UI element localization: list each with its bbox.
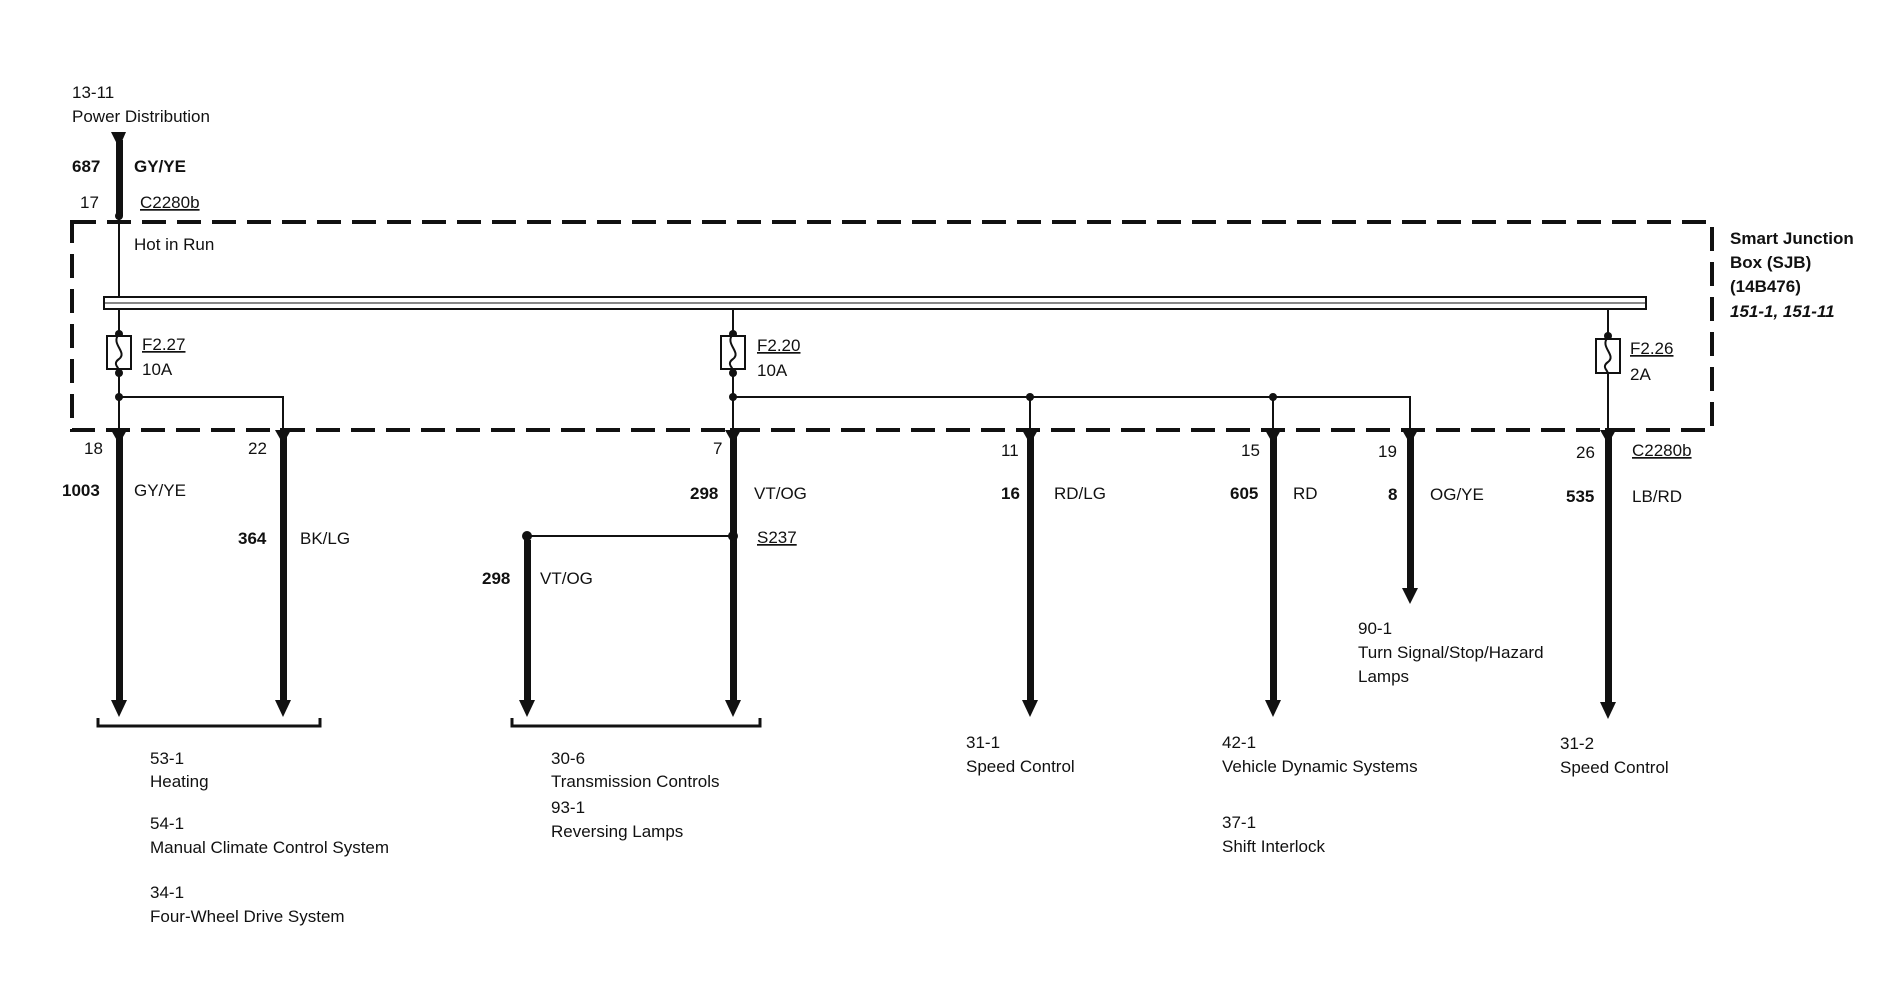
sjb-title-line3: (14B476): [1730, 277, 1801, 296]
output-15-color: RD: [1293, 484, 1318, 503]
output-26-pin: 26: [1576, 443, 1595, 462]
destination-group-6: 31-2 Speed Control: [1560, 734, 1669, 777]
wire-output-15: [1265, 428, 1281, 717]
wire-splice-branch: [519, 540, 535, 717]
fuse-f2-20-id: F2.20: [757, 336, 800, 355]
wire-output-18: [111, 428, 127, 717]
fuse-f2-26: [1595, 309, 1621, 428]
dest-ref: 90-1: [1358, 619, 1392, 638]
output-11-circuit: 16: [1001, 484, 1020, 503]
wire-output-7: [725, 428, 741, 717]
output-18-color: GY/YE: [134, 481, 186, 500]
output-22-color: BK/LG: [300, 529, 350, 548]
output-19-circuit: 8: [1388, 485, 1397, 504]
dest-name: Shift Interlock: [1222, 837, 1325, 856]
fuse-f2-26-id: F2.26: [1630, 339, 1673, 358]
dest-ref: 34-1: [150, 883, 184, 902]
dest-name: Transmission Controls: [551, 772, 719, 791]
junction-dot: [1026, 393, 1034, 401]
dest-name: Heating: [150, 772, 209, 791]
output-11-color: RD/LG: [1054, 484, 1106, 503]
dest-ref: 31-2: [1560, 734, 1594, 753]
output-19-pin: 19: [1378, 442, 1397, 461]
fuse-f2-27-rating: 10A: [142, 360, 173, 379]
dest-name: Four-Wheel Drive System: [150, 907, 345, 926]
dest-name-line2: Lamps: [1358, 667, 1409, 686]
group-bracket-center: [510, 718, 762, 728]
source-circuit: 687: [72, 157, 100, 176]
destination-group-5: 90-1 Turn Signal/Stop/Hazard Lamps: [1358, 619, 1544, 686]
sjb-title-line1: Smart Junction: [1730, 229, 1854, 248]
dest-name: Speed Control: [966, 757, 1075, 776]
source-ref: 13-11: [72, 83, 114, 102]
fuse-f2-20: [720, 309, 746, 397]
splice-s237-id: S237: [757, 528, 797, 547]
dest-ref: 93-1: [551, 798, 585, 817]
source-name: Power Distribution: [72, 107, 210, 126]
internal-lines-center: [732, 396, 1411, 428]
fuse-f2-20-rating: 10A: [757, 361, 788, 380]
output-26-circuit: 535: [1566, 487, 1594, 506]
wire-output-11: [1022, 428, 1038, 717]
destination-group-4: 42-1 Vehicle Dynamic Systems 37-1 Shift …: [1222, 733, 1418, 856]
output-11-pin: 11: [1001, 441, 1019, 460]
output-7-pin: 7: [713, 439, 722, 458]
fuse-f2-27: [106, 309, 132, 397]
source-connector: C2280b: [140, 193, 200, 212]
source-wire: [116, 140, 123, 216]
output-18-circuit: 1003: [62, 481, 100, 500]
output-15-circuit: 605: [1230, 484, 1258, 503]
wire-output-19: [1402, 428, 1418, 604]
output-18-pin: 18: [84, 439, 103, 458]
destination-group-3: 31-1 Speed Control: [966, 733, 1075, 776]
dest-ref: 42-1: [1222, 733, 1256, 752]
output-15-pin: 15: [1241, 441, 1260, 460]
wire-output-22: [275, 428, 291, 717]
output-26-color: LB/RD: [1632, 487, 1682, 506]
dest-ref: 53-1: [150, 749, 184, 768]
internal-lines-left: [118, 396, 284, 428]
fuse-f2-27-id: F2.27: [142, 335, 185, 354]
sjb-refs: 151-1, 151-11: [1730, 302, 1835, 321]
dest-ref: 54-1: [150, 814, 184, 833]
output-7-color: VT/OG: [754, 484, 807, 503]
sjb-boundary: [70, 220, 1714, 432]
dest-name: Reversing Lamps: [551, 822, 683, 841]
dest-name: Turn Signal/Stop/Hazard: [1358, 643, 1544, 662]
hot-in-run-label: Hot in Run: [134, 235, 214, 254]
dest-name: Manual Climate Control System: [150, 838, 389, 857]
output-7-circuit: 298: [690, 484, 718, 503]
splice-branch-circuit: 298: [482, 569, 510, 588]
output-22-pin: 22: [248, 439, 267, 458]
source-color: GY/YE: [134, 157, 186, 176]
junction-dot: [1269, 393, 1277, 401]
splice-branch-dot: [522, 531, 532, 541]
sjb-title-line2: Box (SJB): [1730, 253, 1811, 272]
fuse-f2-26-rating: 2A: [1630, 365, 1651, 384]
output-22-circuit: 364: [238, 529, 267, 548]
output-19-color: OG/YE: [1430, 485, 1484, 504]
dest-ref: 30-6: [551, 749, 585, 768]
destination-group-1: 53-1 Heating 54-1 Manual Climate Control…: [150, 749, 389, 926]
output-26-connector: C2280b: [1632, 441, 1692, 460]
splice-branch-color: VT/OG: [540, 569, 593, 588]
wire-output-26: [1600, 428, 1616, 719]
dest-name: Vehicle Dynamic Systems: [1222, 757, 1418, 776]
group-bracket-left: [96, 718, 322, 728]
dest-ref: 31-1: [966, 733, 1000, 752]
dest-name: Speed Control: [1560, 758, 1669, 777]
source-pin: 17: [80, 193, 99, 212]
destination-group-2: 30-6 Transmission Controls 93-1 Reversin…: [551, 749, 719, 841]
dest-ref: 37-1: [1222, 813, 1256, 832]
